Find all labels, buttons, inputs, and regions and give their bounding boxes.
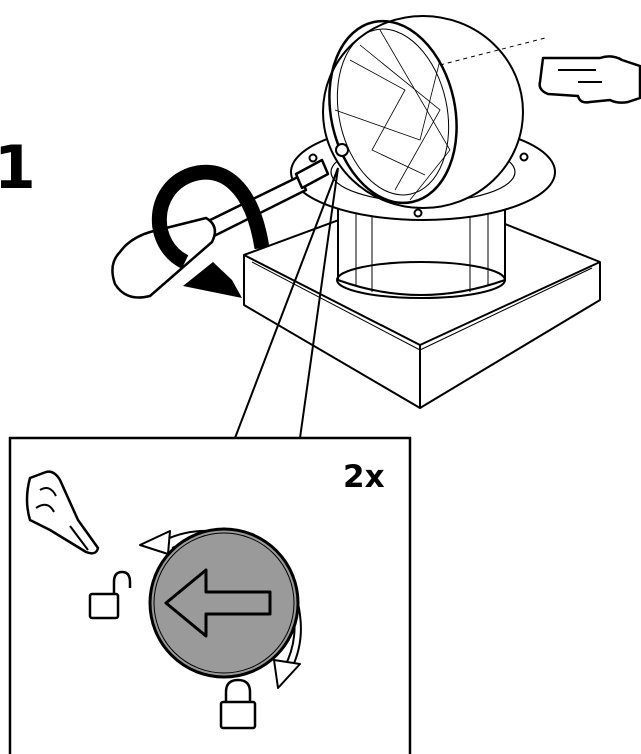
- camera-housing: [290, 15, 556, 299]
- pointing-hand-icon: [538, 55, 641, 104]
- callout-leader: [234, 167, 339, 439]
- release-screw-button: [148, 527, 300, 679]
- step-number: 1: [0, 133, 36, 203]
- unlock-icon: [88, 570, 132, 620]
- repeat-count-label: 2x: [343, 459, 385, 495]
- arrow-left-icon: [164, 568, 272, 638]
- mounting-box: [243, 189, 601, 409]
- lock-icon: [219, 678, 257, 730]
- rotate-ccw-arrow-icon: [151, 164, 270, 298]
- detail-callout-box: [8, 436, 412, 754]
- finger-press-hand-icon: [25, 470, 100, 555]
